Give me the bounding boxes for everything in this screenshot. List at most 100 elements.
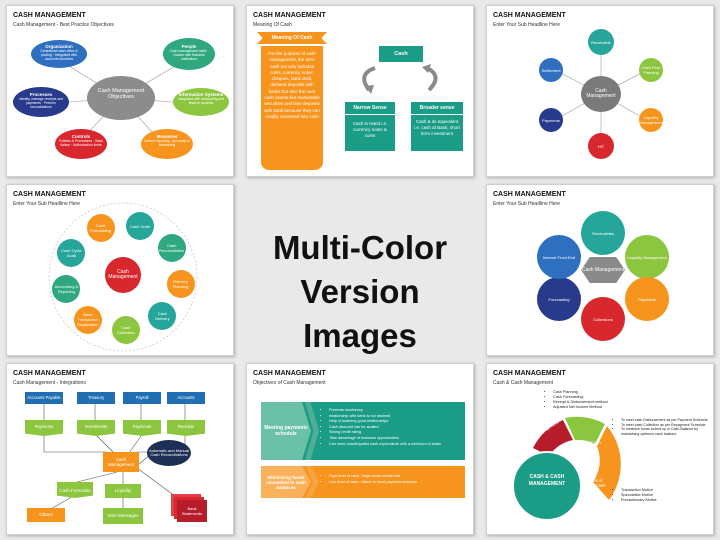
list-item: Cash Planning xyxy=(553,390,669,395)
slide-cash-cycle[interactable]: CASH MANAGEMENT Enter Your Sub Headline … xyxy=(6,184,234,356)
integration-flow: Receipts xyxy=(167,420,205,436)
objective-points: To meet cash Disbursement as per Payment… xyxy=(617,418,713,436)
list-item: Can meet unanticipated cash expenditure … xyxy=(329,442,463,448)
cycle-item: Cash Reconciliation xyxy=(157,234,186,263)
objective-text: Policies & Procedures · Bank liaison · A… xyxy=(59,139,103,147)
objective-bubble xyxy=(163,38,215,70)
slide-radial-cash-management[interactable]: CASH MANAGEMENT Enter Your Sub Headline … xyxy=(486,5,714,177)
slide-title: CASH MANAGEMENT xyxy=(493,191,566,198)
list-item: Precautionary Motive xyxy=(621,498,707,503)
slide-subtitle: Enter Your Sub Headline Here xyxy=(13,201,80,207)
list-item: Cash Forecasting: xyxy=(553,395,669,400)
integration-flow: Payments xyxy=(25,420,63,436)
cycle-item: Bank Transaction Registration xyxy=(73,305,102,334)
integration-source: Payroll xyxy=(123,392,161,404)
broader-sense-title: Broader sense xyxy=(411,102,463,114)
objective-title: Organization xyxy=(45,44,73,49)
slide-title: CASH MANAGEMENT xyxy=(493,12,566,19)
objective-bubble xyxy=(13,87,69,117)
slide-integrations[interactable]: CASH MANAGEMENT Cash Management - Integr… xyxy=(6,363,234,535)
slide-subtitle: Cash Management - Integrations xyxy=(13,380,86,386)
radial-item: Settlement xyxy=(539,58,563,82)
cycle-ring xyxy=(48,202,198,352)
cycle-item: Delivery Planning xyxy=(166,269,195,298)
radial-center: Cash Management xyxy=(581,76,621,112)
objectives-center xyxy=(87,76,155,120)
narrow-sense-text: Cash in Hand i.e. currency notes & coins xyxy=(345,115,395,151)
slide-title: CASH MANAGEMENT xyxy=(13,12,86,19)
slide-subtitle: Enter Your Sub Headline Here xyxy=(493,201,560,207)
cycle-item: Cash Collection xyxy=(111,316,140,345)
liquidity-box: Liquidity xyxy=(105,484,141,498)
heading-line-2: Version Images xyxy=(300,273,420,354)
slide-subtitle: Objectives of Cash Management xyxy=(253,380,326,386)
integration-source: Accounts xyxy=(167,392,205,404)
list-item: To minimize funds locked up in Cash Bala… xyxy=(621,427,713,436)
row-2-label: Minimizing funds committed to cash balan… xyxy=(261,466,311,498)
list-item: relationship with bank is not strained xyxy=(329,414,463,420)
integration-source: Accounts Payable xyxy=(25,392,63,404)
hex-petal: Forecasting xyxy=(537,277,581,321)
integration-flow: Investments xyxy=(77,420,115,436)
integration-flow: Payments xyxy=(123,420,161,436)
objective-text: Identify, manage receipts and payments ·… xyxy=(18,97,64,109)
hex-petal: Payments xyxy=(625,277,669,321)
hex-petal: Liquidity Management xyxy=(625,235,669,279)
slide-cash-and-management[interactable]: CASH MANAGEMENT Cash & Cash Management C… xyxy=(486,363,714,535)
cash-box: Cash xyxy=(379,46,423,62)
broader-sense-text: Cash & its equivalent i.e. cash at Bank,… xyxy=(411,115,463,151)
objective-bubble xyxy=(141,129,193,159)
list-item: High level of cash : large funds remain … xyxy=(329,474,463,480)
list-item: Take advantage of business opportunities xyxy=(329,436,463,442)
slide-hex-cash-management[interactable]: CASH MANAGEMENT Enter Your Sub Headline … xyxy=(486,184,714,356)
slide-subtitle: Cash Management - Best Practice Objectiv… xyxy=(13,22,114,28)
list-item: To meet cash Disbursement as per Payment… xyxy=(621,418,713,423)
list-item: Low level of cash : failure to meet paym… xyxy=(329,480,463,486)
objectives-center-label: Cash Management Objectives xyxy=(97,88,145,100)
segment-motives: Motives of Holding Cash xyxy=(580,478,606,488)
slide-meaning-of-cash[interactable]: CASH MANAGEMENT Meaning Of Cash Meaning … xyxy=(246,5,474,177)
motive-points: Transaction MotiveSpeculative MotivePrec… xyxy=(617,488,707,503)
integration-center: Cash Management xyxy=(103,452,139,472)
radial-item: Cash Flow Planning xyxy=(639,58,663,82)
cycle-item: Cash Delivery xyxy=(148,302,177,331)
bank-statements-box: Bank Statements xyxy=(177,500,207,522)
slide-title: CASH MANAGEMENT xyxy=(13,191,86,198)
cycle-center: Cash Management xyxy=(105,257,141,293)
reconciliation-bubble: Automatic and Manual Cash Reconciliation… xyxy=(147,440,191,466)
list-item: Receipt & Disbursement method xyxy=(553,400,669,405)
objective-title: Measures xyxy=(156,134,178,139)
row-1-label: Meeting payments schedule xyxy=(261,402,311,460)
hex-petal: Internet Front End xyxy=(537,235,581,279)
objective-title: People xyxy=(181,44,197,49)
objective-title: Processes xyxy=(29,92,53,97)
slide-title: CASH MANAGEMENT xyxy=(13,370,86,377)
cycle-item: Cash Cycle Audit xyxy=(57,238,86,267)
slide-objectives[interactable]: CASH MANAGEMENT Objectives of Cash Manag… xyxy=(246,363,474,535)
row-1-points: Prevents insolvencyrelationship with ban… xyxy=(323,408,463,447)
objective-bubble xyxy=(55,129,107,159)
slide-best-practice-objectives[interactable]: CASH MANAGEMENT Cash Management - Best P… xyxy=(6,5,234,177)
cycle-item: Accounting & Reporting xyxy=(52,274,81,303)
slide-title: CASH MANAGEMENT xyxy=(493,370,566,377)
cycle-item: Cash Forecasting xyxy=(86,213,115,242)
others-box: Others xyxy=(27,508,65,522)
page-heading: Multi-Color Version Images xyxy=(246,226,474,358)
cash-center-label: CASH & CASH MANAGEMENT xyxy=(528,474,566,487)
cycle-item: Cash Order xyxy=(126,212,155,241)
objective-text: Cash management skills · Liaison with fi… xyxy=(169,49,209,61)
list-item: Strong credit rating xyxy=(329,430,463,436)
objective-bubble xyxy=(173,88,229,116)
objective-text: Integrated with accounting and finance s… xyxy=(177,97,225,105)
list-item: Prevents insolvency xyxy=(329,408,463,414)
cash-forecasts-box: Cash Forecasts xyxy=(57,482,93,498)
slide-title: CASH MANAGEMENT xyxy=(253,370,326,377)
radial-item: Receivable xyxy=(588,29,614,55)
radial-item: Liquidity Management xyxy=(639,108,663,132)
objective-title: Information Systems xyxy=(178,92,224,97)
slide-subtitle: Meaning Of Cash xyxy=(253,22,292,28)
objective-bubble xyxy=(31,40,87,68)
